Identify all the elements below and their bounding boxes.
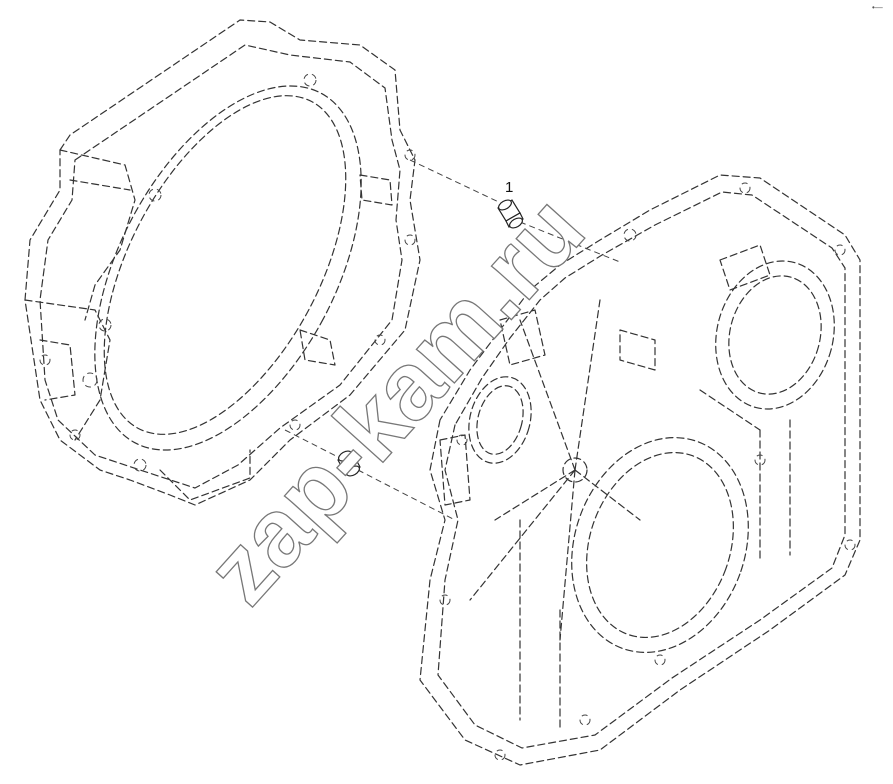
- watermark-text: zap-kam.ru: [186, 176, 605, 624]
- dowel-pin-lower[interactable]: [337, 449, 361, 478]
- dowel-pin-upper[interactable]: [497, 198, 524, 230]
- gear-case-cover: [419, 174, 861, 766]
- callout-label-1: 1: [505, 179, 513, 196]
- corner-mark: •—: [872, 3, 883, 12]
- alignment-lines: [284, 159, 621, 521]
- flywheel-housing: [24, 19, 421, 506]
